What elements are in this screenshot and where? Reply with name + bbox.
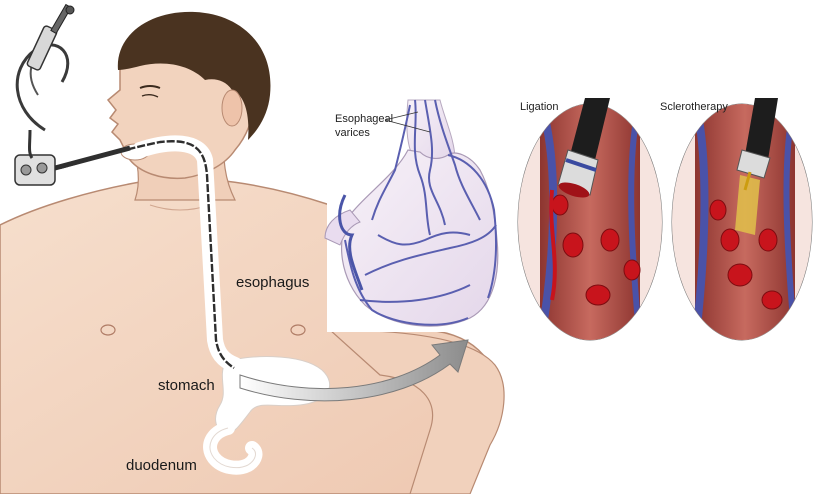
label-sclerotherapy: Sclerotherapy [660, 101, 728, 113]
esophageal-varices [344, 99, 497, 326]
sclerotherapy-panel: Sclerotherapy [660, 98, 813, 341]
stomach-inset: Esophageal varices [324, 92, 517, 332]
label-ligation: Ligation [520, 101, 559, 113]
arrow-pointer [239, 339, 469, 402]
right-nipple [290, 324, 306, 336]
left-nipple [100, 324, 116, 336]
band-ligator-icon [557, 98, 610, 198]
hair [117, 11, 271, 141]
varices-pointer-line [384, 111, 431, 133]
label-esophagus: esophagus [236, 274, 309, 291]
label-duodenum: duodenum [126, 457, 197, 474]
injection-needle-icon [736, 98, 778, 191]
label-esophageal-varices-1: Esophageal [335, 113, 393, 125]
label-stomach: stomach [158, 377, 215, 394]
ligation-panel: Ligation [517, 98, 663, 341]
right-arm [328, 329, 505, 494]
ear [221, 89, 243, 127]
endoscope-icon [14, 3, 131, 186]
label-esophageal-varices-2: varices [335, 127, 370, 139]
